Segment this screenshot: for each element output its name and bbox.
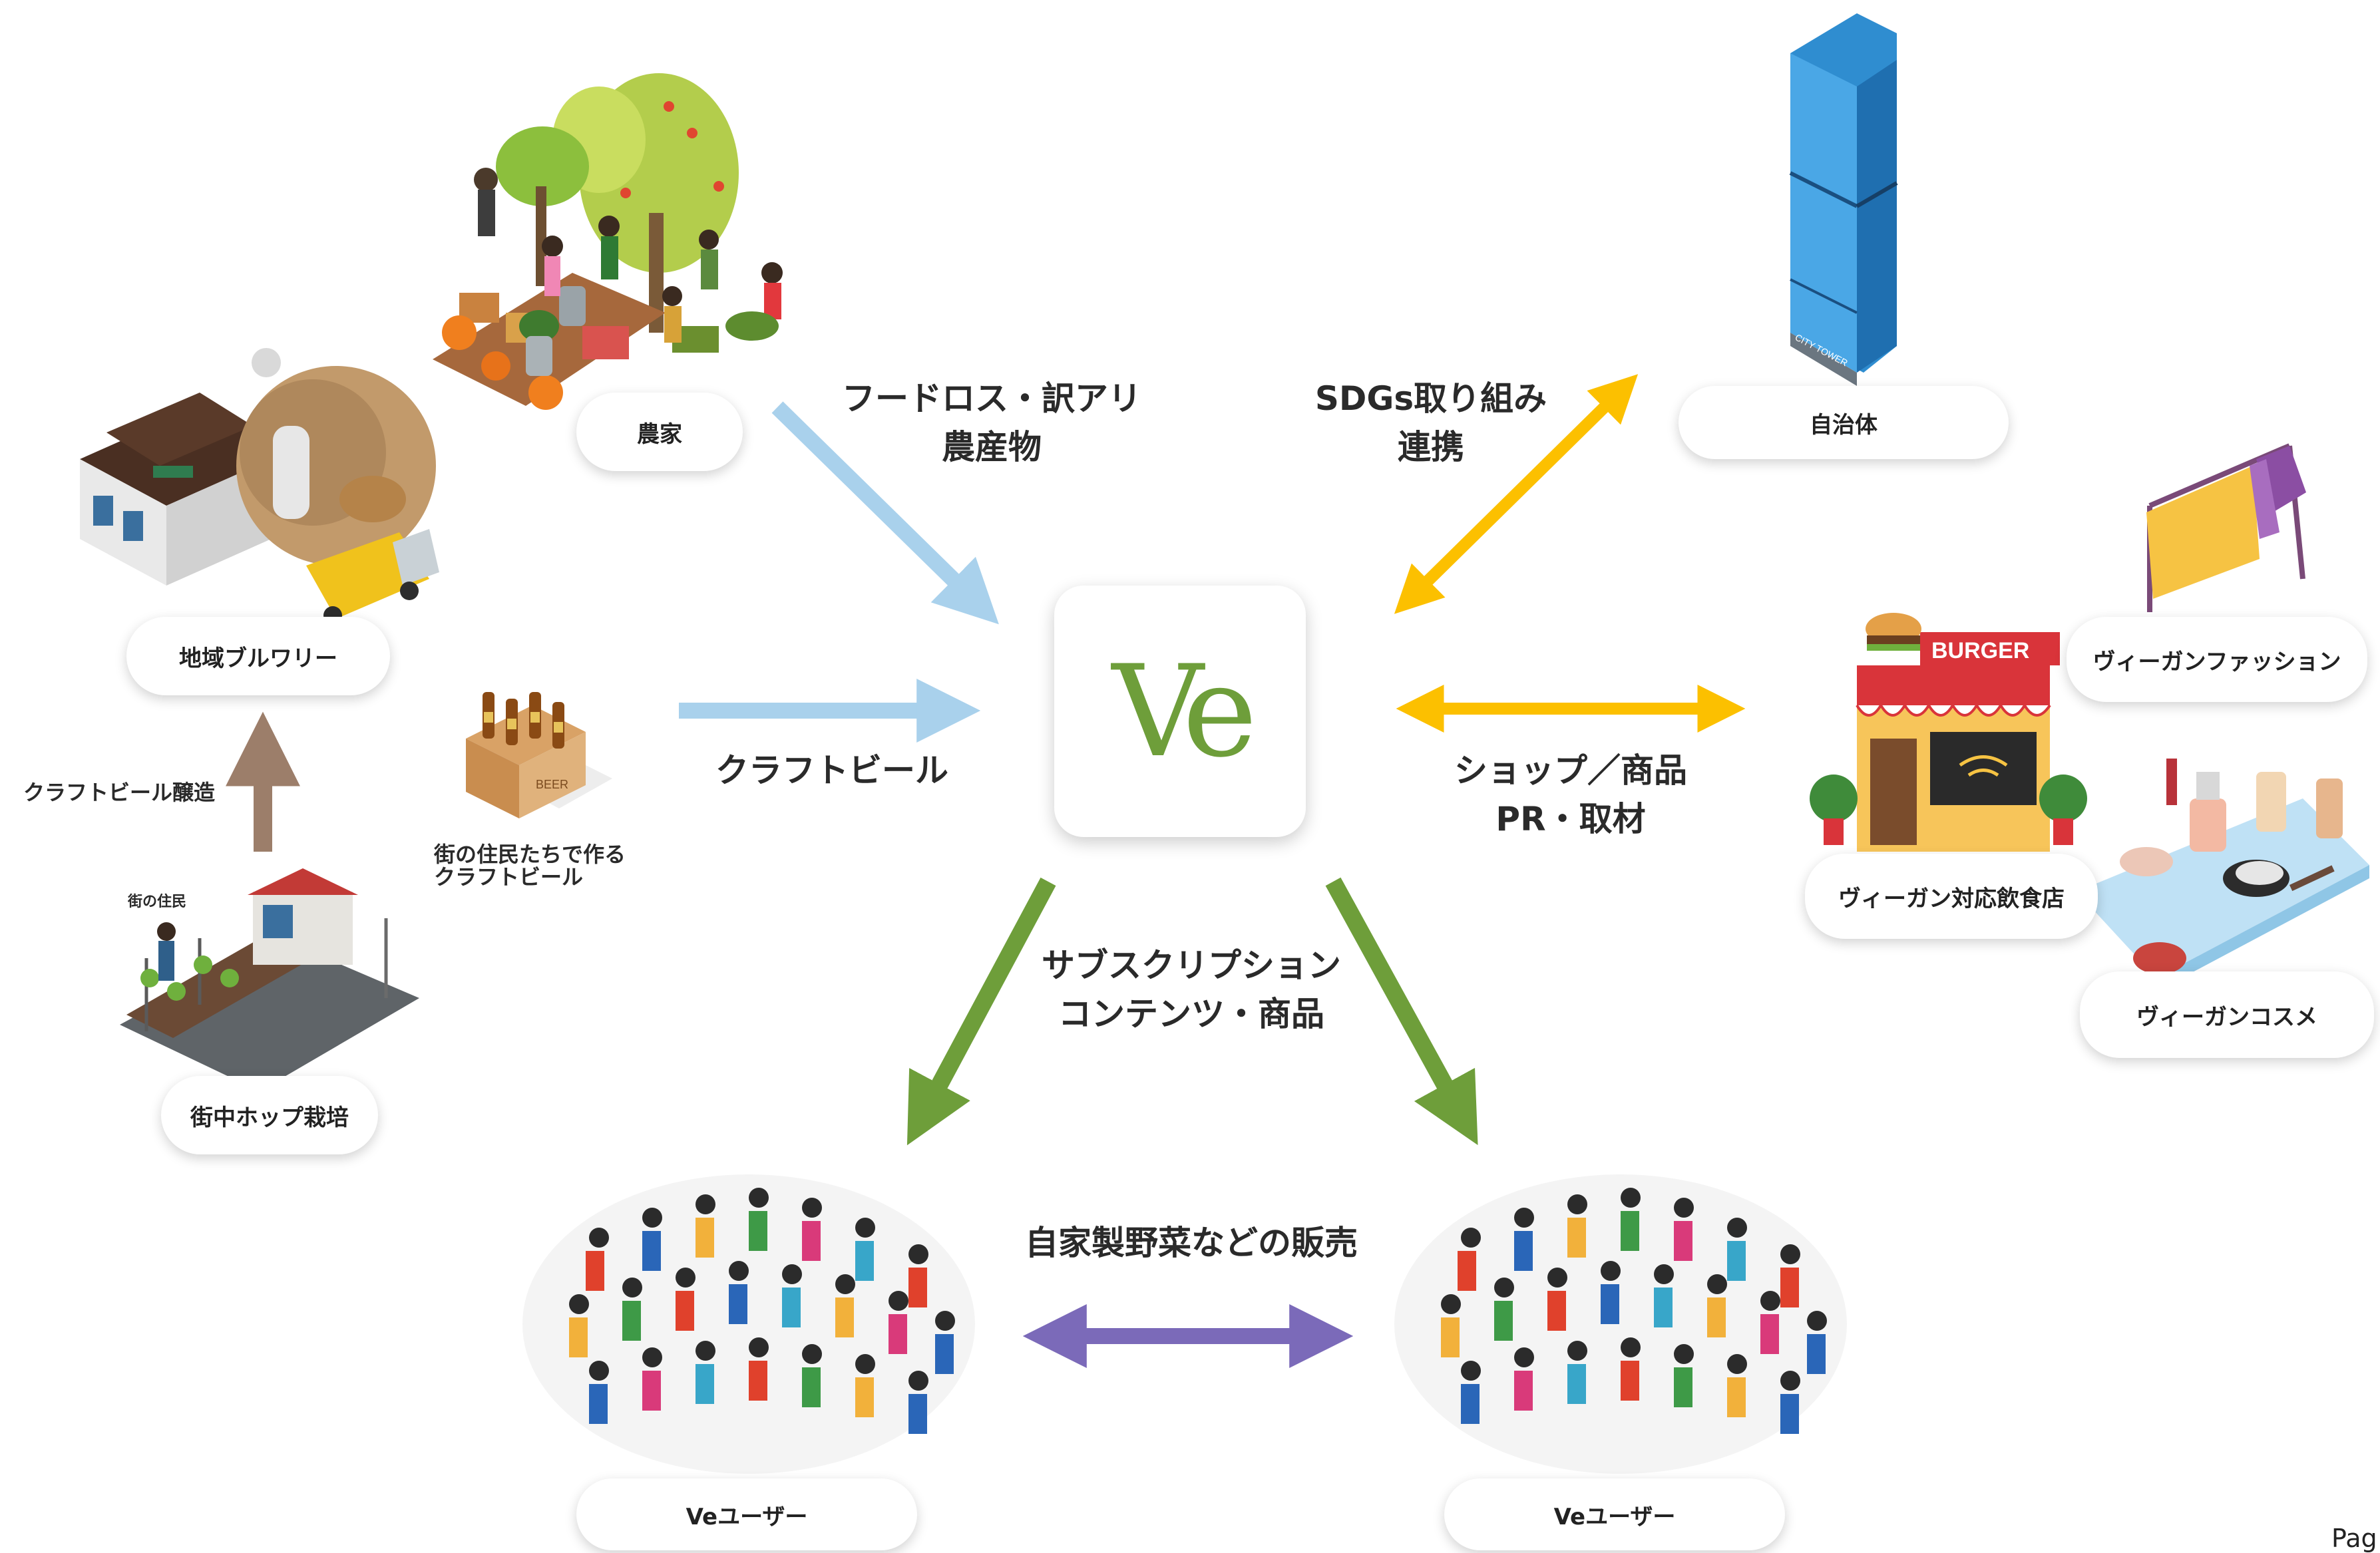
crowd-left-illustration	[522, 1174, 975, 1474]
node-cosme: ヴィーガンコスメ	[2080, 971, 2374, 1058]
beer-crate-illustration: BEER	[466, 692, 612, 818]
arrow-farmer-to-ve	[771, 401, 999, 625]
crowd-right-illustration	[1394, 1174, 1847, 1474]
ve-logo: Ve	[1111, 637, 1257, 785]
node-brewery: 地域ブルワリー	[126, 617, 390, 695]
farm-illustration	[433, 73, 783, 410]
label-foodloss: フードロス・訳アリ 農産物	[842, 379, 1141, 466]
label-craft-beer: クラフトビール	[715, 751, 948, 790]
label-sdgs: SDGs取り組み 連携	[1314, 379, 1547, 466]
node-fashion: ヴィーガンファッション	[2067, 617, 2367, 702]
ve-logo-card: Ve	[1054, 586, 1306, 837]
arrow-ve-government	[1394, 374, 1639, 614]
label-resident: 街の住民	[128, 894, 187, 910]
page-label: Pag	[2331, 1524, 2377, 1553]
burger-sign: BURGER	[1931, 638, 2029, 663]
label-residents-beer: 街の住民たちで作る クラフトビール	[434, 842, 626, 890]
label-shop-pr: ショップ／商品 PR・取材	[1454, 751, 1687, 838]
label-brewing: クラフトビール醸造	[23, 780, 216, 805]
label-subscription: サブスクリプション コンテンツ・商品	[1042, 946, 1341, 1033]
arrow-ve-to-user-left	[906, 877, 1056, 1146]
city-tower-illustration: CITY TOWER	[1789, 13, 1898, 386]
hop-farm-illustration	[120, 868, 419, 1091]
cosmetics-illustration	[2077, 759, 2369, 991]
node-government: 自治体	[1679, 386, 2009, 459]
node-restaurant: ヴィーガン対応飲食店	[1805, 854, 2098, 939]
node-hop: 街中ホップ栽培	[161, 1076, 378, 1154]
node-user-left: Veユーザー	[576, 1478, 917, 1550]
arrow-ve-to-user-right	[1325, 877, 1478, 1146]
brewery-illustration	[80, 348, 439, 625]
fashion-rack-illustration	[2146, 443, 2306, 612]
node-farmer: 農家	[576, 393, 743, 471]
label-homemade: 自家製野菜などの販売	[1025, 1224, 1358, 1262]
node-user-right: Veユーザー	[1444, 1478, 1785, 1550]
burger-restaurant-illustration: BURGER	[1810, 613, 2087, 852]
crate-beer-label: BEER	[536, 778, 568, 791]
